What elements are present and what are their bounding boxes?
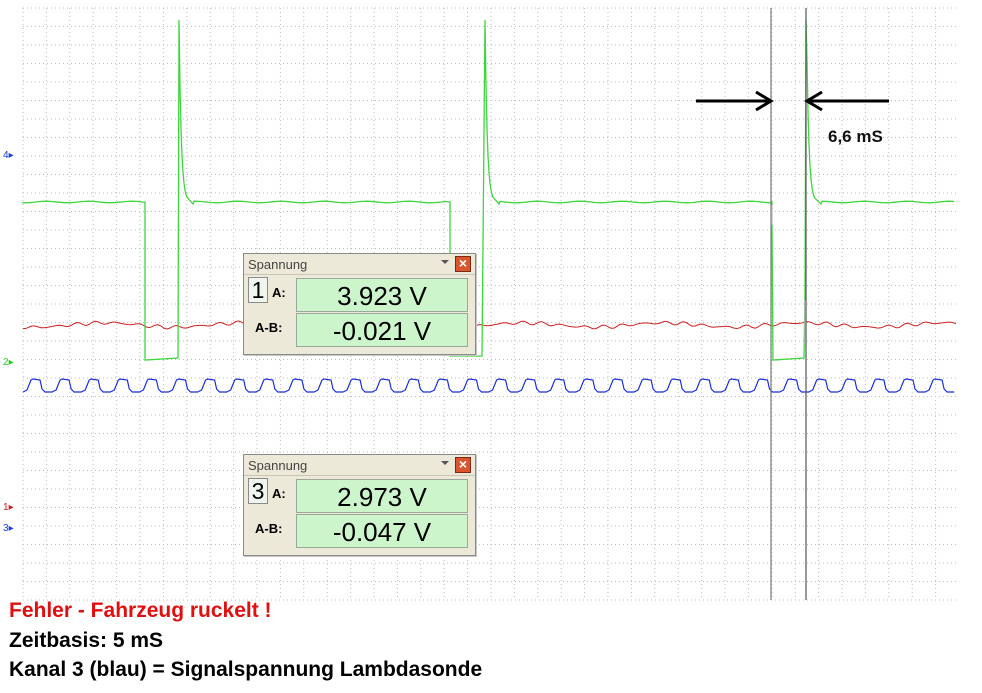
channel-3-marker[interactable]: 3▸ [3, 523, 14, 534]
channel-2-marker[interactable]: 2▸ [3, 357, 14, 368]
time-interval-label: 6,6 mS [828, 127, 883, 146]
value-ab-readout: -0.021 V [296, 313, 468, 347]
dropdown-arrow-icon[interactable] [441, 260, 449, 264]
dropdown-arrow-icon[interactable] [441, 461, 449, 465]
channel-marker-label: 2 [3, 357, 9, 368]
channel-2-trace [22, 19, 955, 361]
panel-title: Spannung [248, 257, 308, 272]
caption-fault: Fehler - Fahrzeug ruckelt ! [9, 599, 272, 622]
value-ab-label: A-B: [255, 320, 283, 335]
value-a-label: A: [272, 486, 286, 501]
panel-titlebar[interactable]: Spannung × [244, 254, 475, 275]
right-arrow-icon [804, 90, 889, 112]
value-a-readout: 3.923 V [296, 278, 468, 312]
caption-timebase: Zeitbasis: 5 mS [9, 629, 164, 652]
value-ab-readout: -0.047 V [296, 514, 468, 548]
channel-number[interactable]: 3 [248, 478, 268, 504]
panel-titlebar[interactable]: Spannung × [244, 455, 475, 476]
value-a-readout: 2.973 V [296, 479, 468, 513]
voltage-panel-channel-1[interactable]: Spannung × 1 A: 3.923 V A-B: -0.021 V [243, 253, 476, 355]
panel-title: Spannung [248, 458, 308, 473]
channel-1-marker[interactable]: 1▸ [3, 502, 14, 513]
channel-marker-label: 3 [3, 523, 9, 534]
close-icon[interactable]: × [455, 256, 471, 272]
voltage-panel-channel-3[interactable]: Spannung × 3 A: 2.973 V A-B: -0.047 V [243, 454, 476, 556]
channel-marker-label: 1 [3, 502, 9, 513]
channel-number[interactable]: 1 [248, 277, 268, 303]
channel-marker-label: 4 [3, 150, 9, 161]
caption-channel-info: Kanal 3 (blau) = Signalspannung Lambdaso… [9, 658, 483, 681]
value-ab-label: A-B: [255, 521, 283, 536]
left-arrow-icon [696, 90, 774, 112]
channel-3-trace [22, 378, 955, 393]
channel-4-marker[interactable]: 4▸ [3, 150, 14, 161]
close-icon[interactable]: × [455, 457, 471, 473]
value-a-label: A: [272, 285, 286, 300]
